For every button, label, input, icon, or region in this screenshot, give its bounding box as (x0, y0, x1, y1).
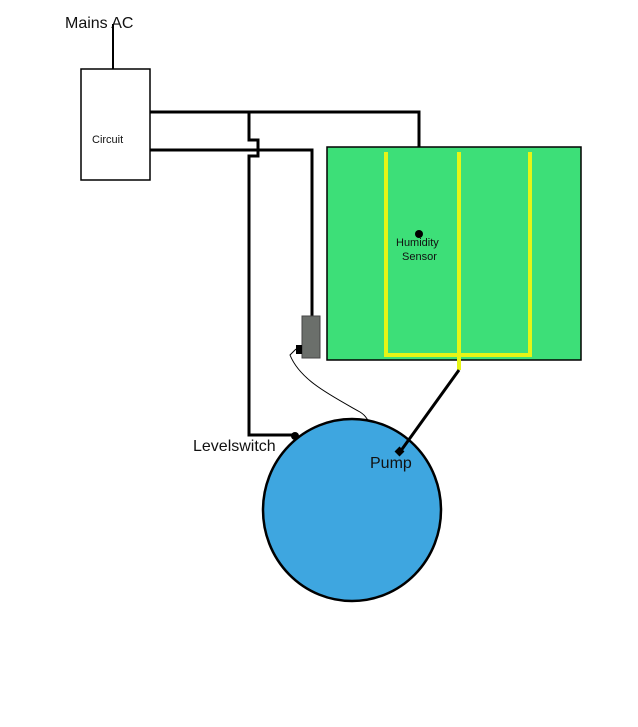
pump-label: Pump (370, 455, 412, 472)
valve-connector (296, 345, 302, 354)
water-reservoir[interactable] (261, 417, 443, 603)
humidity-sensor-label-line2: Sensor (402, 251, 437, 263)
irrigation-pipes (384, 152, 532, 370)
grow-tray[interactable] (326, 146, 582, 361)
pump-outlet-line (398, 369, 461, 453)
circuit-box[interactable] (80, 68, 151, 181)
levelswitch-label: Levelswitch (193, 438, 276, 455)
levelswitch-dot[interactable] (291, 432, 299, 440)
valve-module[interactable] (301, 315, 321, 359)
valve-wire (150, 148, 314, 316)
mains-ac-label: Mains AC (65, 15, 133, 32)
humidity-sensor-dot[interactable] (415, 230, 423, 238)
levelswitch-wire (247, 112, 295, 437)
circuit-label: Circuit (92, 134, 123, 146)
humidity-sensor-label-line1: Humidity (396, 237, 439, 249)
pump-marker[interactable] (394, 446, 405, 457)
